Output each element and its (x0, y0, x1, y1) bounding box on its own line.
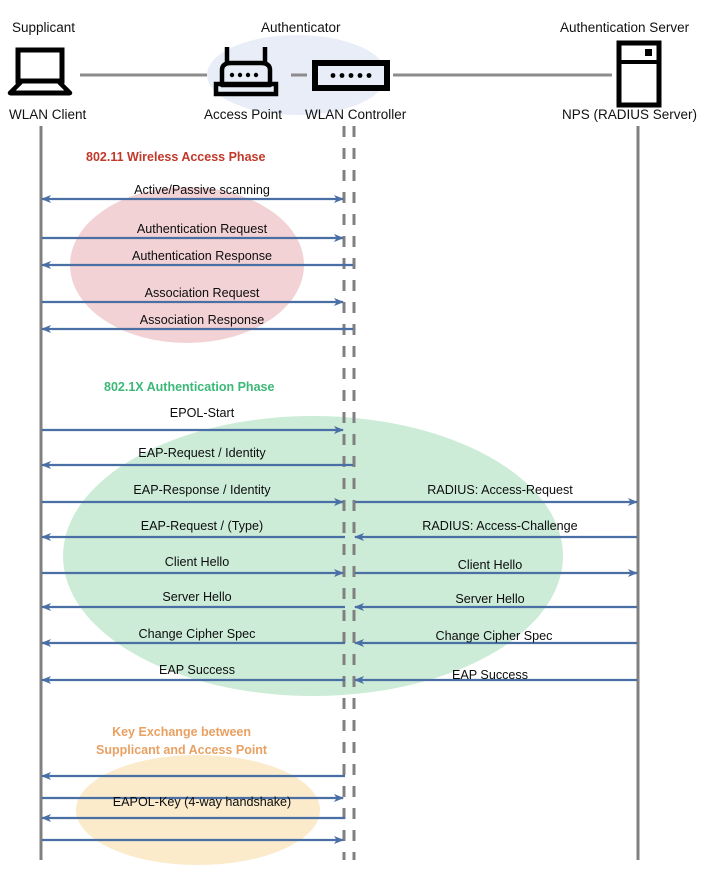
device-label-wlan-client: WLAN Client (9, 107, 87, 122)
role-label-authentication-server: Authentication Server (560, 20, 690, 35)
device-label-nps-radius-server: NPS (RADIUS Server) (562, 107, 698, 122)
message-label-eap-request-type: EAP-Request / (Type) (140, 519, 264, 533)
message-label-eapol-key-handshake: EAPOL-Key (4-way handshake) (112, 795, 292, 809)
device-label-access-point: Access Point (204, 107, 283, 122)
message-label-eap-request-identity: EAP-Request / Identity (138, 446, 266, 460)
key-exchange-phase-ellipse (76, 755, 320, 865)
message-label-radius-access-challenge: RADIUS: Access-Challenge (422, 519, 578, 533)
message-label-client-hello-left: Client Hello (164, 555, 230, 569)
message-label-authentication-request: Authentication Request (136, 222, 268, 236)
message-label-change-cipher-spec-left: Change Cipher Spec (138, 627, 256, 641)
phase-label-key-exchange-line1: Key Exchange between (112, 725, 252, 739)
dot1x-phase-ellipse (63, 416, 563, 696)
server-rack-icon (616, 40, 662, 108)
message-label-client-hello-right: Client Hello (457, 558, 523, 572)
message-label-eap-success-left: EAP Success (158, 663, 236, 677)
message-label-radius-access-request: RADIUS: Access-Request (427, 483, 573, 497)
wireless-router-icon (213, 47, 279, 97)
message-label-authentication-response: Authentication Response (131, 249, 273, 263)
message-label-eapol-start: EPOL-Start (169, 406, 235, 420)
message-label-change-cipher-spec-right: Change Cipher Spec (435, 629, 553, 643)
controller-appliance-icon (312, 60, 390, 91)
message-label-eap-success-right: EAP Success (451, 668, 529, 682)
message-label-active-passive-scanning: Active/Passive scanning (134, 183, 270, 197)
role-label-authenticator: Authenticator (261, 20, 341, 35)
message-label-association-response: Association Response (139, 313, 265, 327)
message-label-association-request: Association Request (144, 286, 260, 300)
device-label-wlan-controller: WLAN Controller (305, 107, 407, 122)
message-label-eap-response-identity: EAP-Response / Identity (133, 483, 271, 497)
role-label-supplicant: Supplicant (12, 20, 76, 35)
phase-label-dot1x-authentication: 802.1X Authentication Phase (104, 380, 275, 394)
message-label-server-hello-left: Server Hello (162, 590, 232, 604)
phase-label-wireless-access: 802.11 Wireless Access Phase (86, 150, 266, 164)
laptop-icon (7, 47, 73, 96)
phase-label-key-exchange-line2: Supplicant and Access Point (96, 743, 268, 758)
phase-label-key-exchange: Key Exchange between Supplicant and Acce… (96, 723, 267, 759)
message-label-server-hello-right: Server Hello (455, 592, 525, 606)
